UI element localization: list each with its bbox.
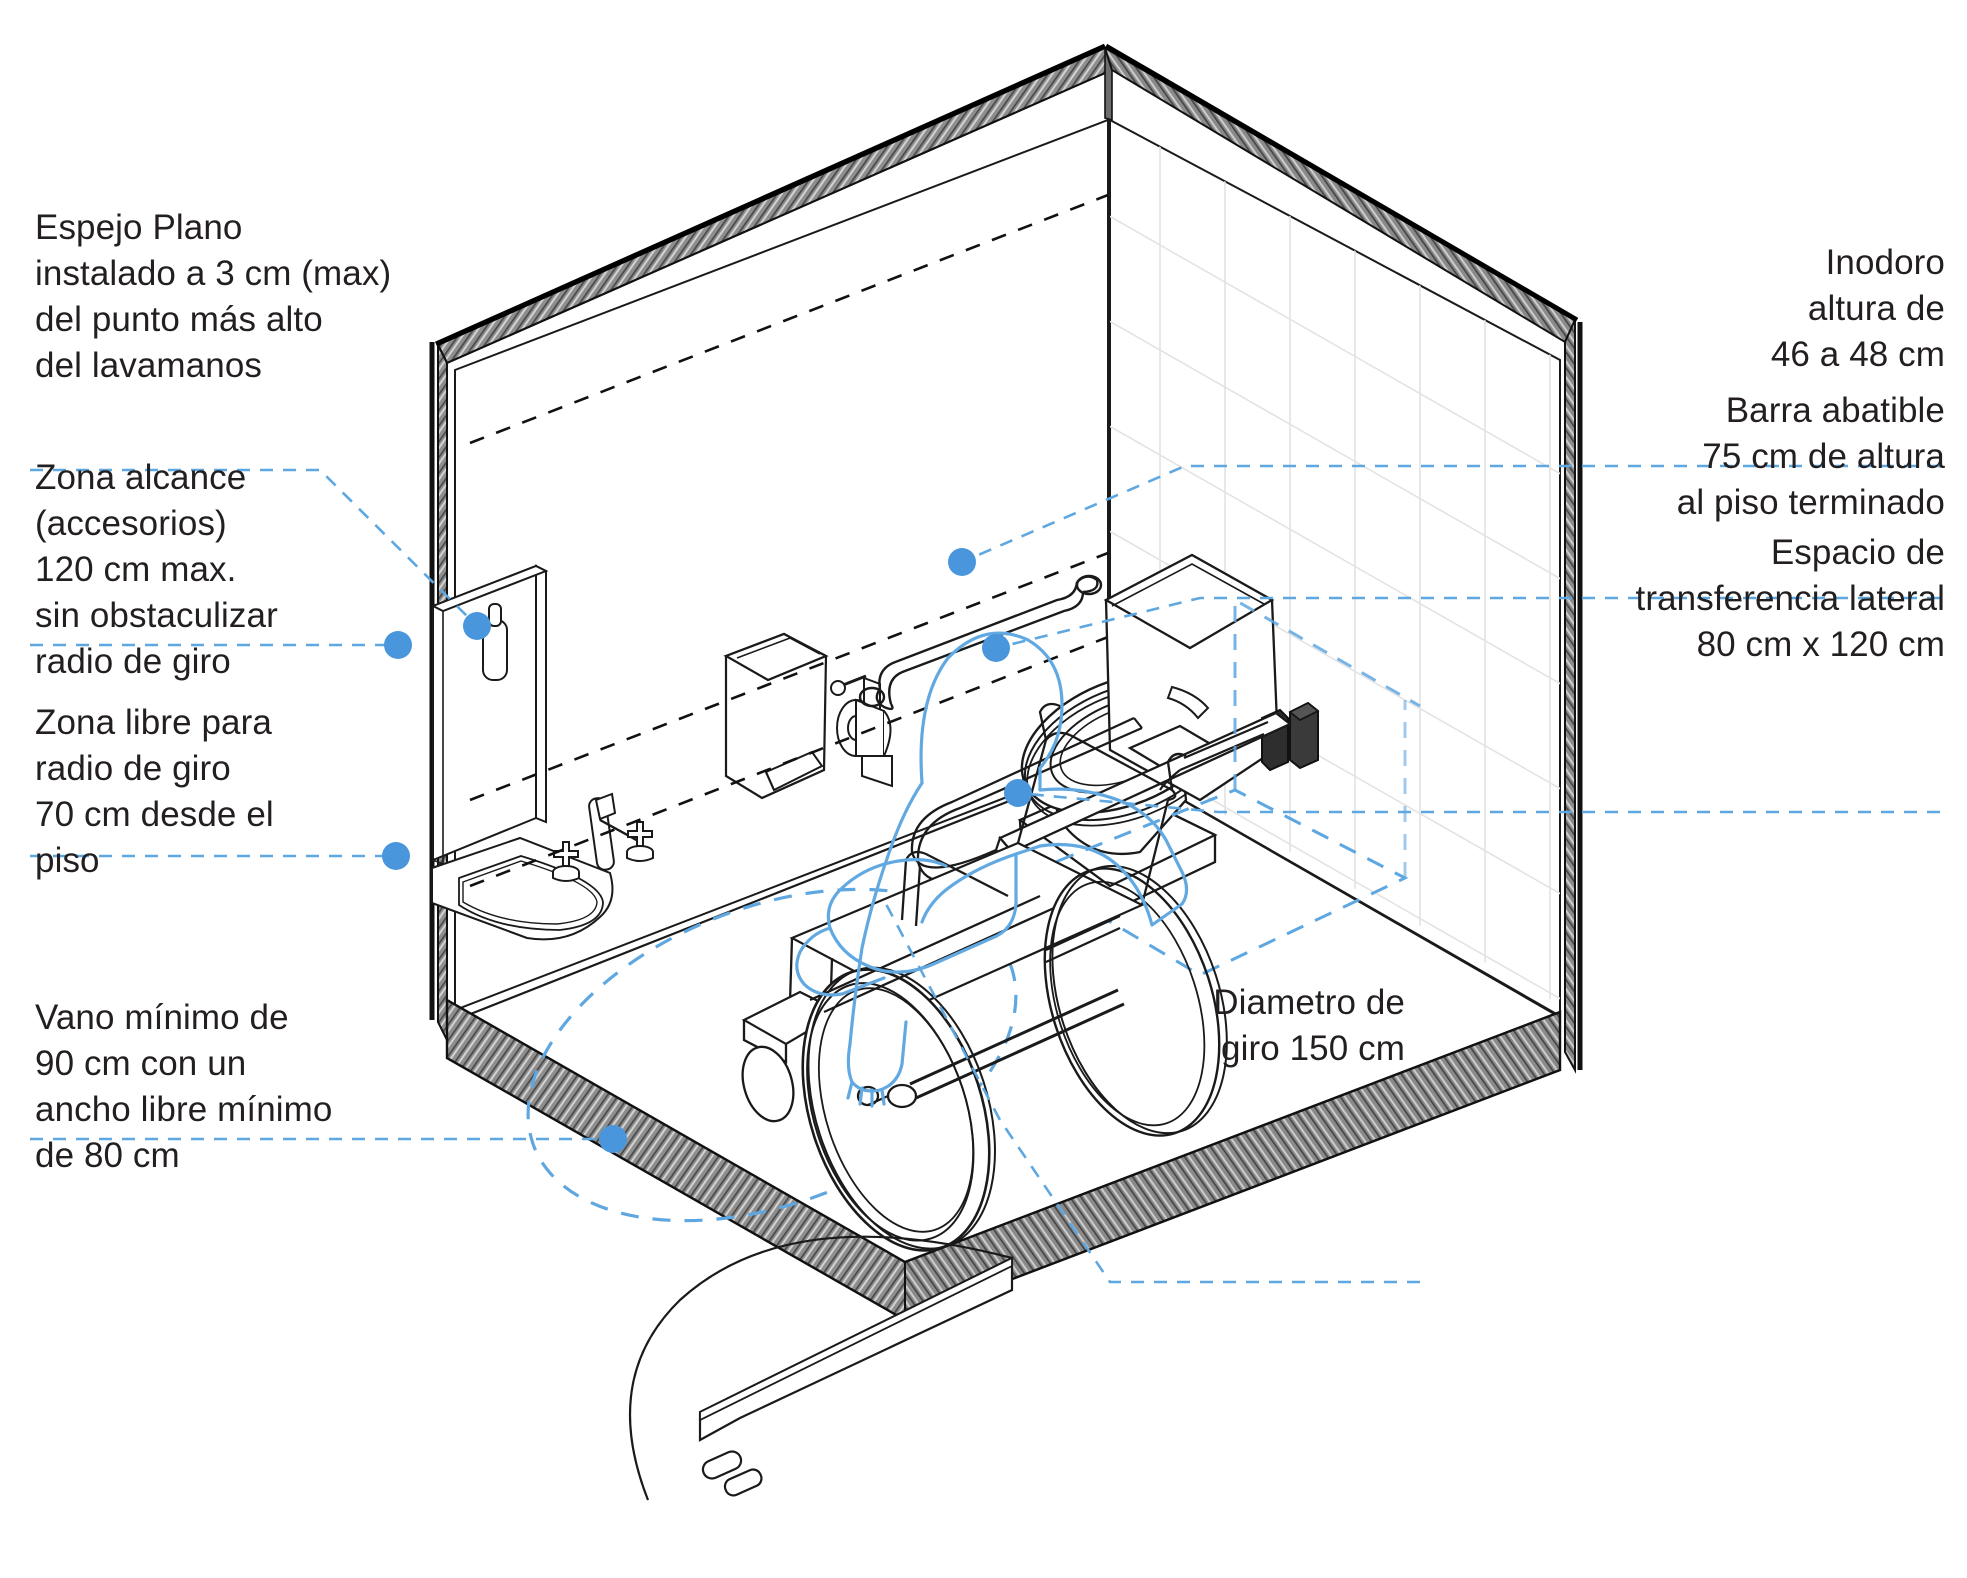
toilet-height-annotation: Inodoro altura de 46 a 48 cm [1770, 243, 1945, 374]
toilet-paper-holder [830, 674, 893, 788]
lateral-transfer-annotation: Espacio de transferencia lateral 80 cm x… [1635, 533, 1945, 664]
leader-lines [30, 464, 1940, 1284]
mirror-annotation: Espejo Plano instalado a 3 cm (max) del … [35, 208, 392, 385]
dot-mirror [463, 612, 491, 640]
dot-toilet-height [948, 548, 976, 576]
wheelchair [741, 702, 1228, 1252]
soap-dispenser [482, 603, 508, 681]
mirror-panel [430, 564, 549, 865]
door-handle [701, 1450, 763, 1497]
wall-cut-right-jamb [1564, 319, 1583, 1074]
trash-bin [723, 632, 829, 800]
door-leaf [698, 1256, 1014, 1442]
door-swing-arc [628, 1235, 1013, 1501]
dot-transfer [1004, 779, 1032, 807]
reach-zone-dashed [469, 193, 1109, 888]
dot-door-opening [599, 1125, 627, 1153]
reach-zone-annotation: Zona alcance (accesorios) 120 cm max. si… [35, 458, 278, 681]
leader-dots [382, 548, 1032, 1153]
dot-fold-bar [982, 634, 1010, 662]
clear-turning-zone-annotation: Zona libre para radio de giro 70 cm desd… [35, 703, 274, 880]
turning-diameter-annotation: Diametro de giro 150 cm [1213, 983, 1405, 1068]
dot-clear-zone [382, 842, 410, 870]
transfer-zone [1024, 597, 1421, 977]
dot-reach-zone [384, 631, 412, 659]
person-figure [795, 631, 1189, 1108]
fold-down-bar-annotation: Barra abatible 75 cm de altura al piso t… [1676, 391, 1945, 522]
wall-grab-bar [858, 574, 1103, 711]
door-opening-annotation: Vano mínimo de 90 cm con un ancho libre … [35, 998, 333, 1175]
